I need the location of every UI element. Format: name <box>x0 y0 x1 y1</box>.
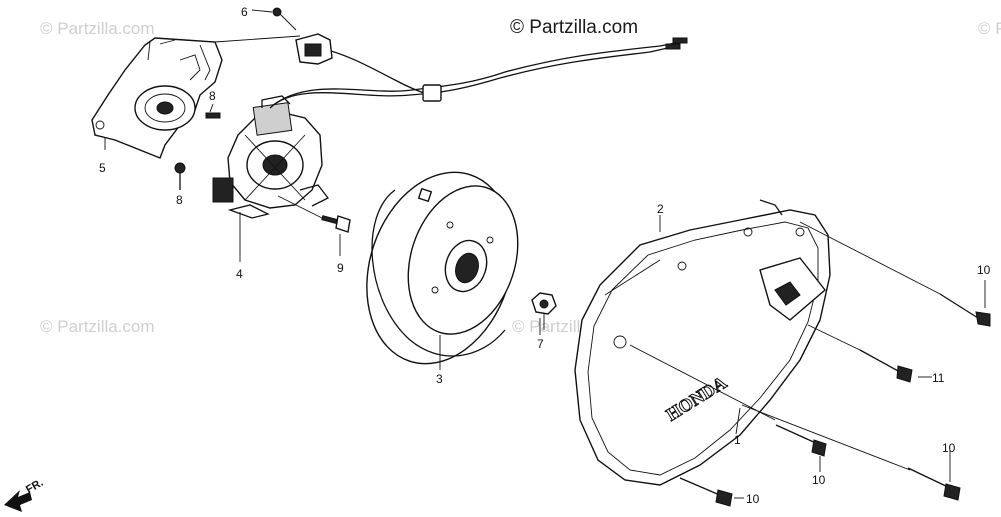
front-direction-arrow: FR. <box>4 477 45 512</box>
callout-8-upper: 8 <box>209 89 216 103</box>
callout-labels: 6 8 5 8 4 9 3 7 2 1 10 11 10 10 10 <box>99 5 991 506</box>
leader-lines <box>104 103 986 499</box>
callout-7: 7 <box>537 337 544 351</box>
fr-label: FR. <box>24 477 45 496</box>
callout-8-lower: 8 <box>176 193 183 207</box>
callout-9: 9 <box>337 261 344 275</box>
crankcase-cover: HONDA <box>574 199 831 486</box>
watermark-main: © Partzilla.com <box>510 17 638 38</box>
stator-assembly <box>212 95 329 219</box>
callout-10-top: 10 <box>977 263 991 277</box>
watermark-mid-left: © Partzilla.com <box>40 317 155 336</box>
callout-10-bottom: 10 <box>746 492 760 506</box>
callout-6: 6 <box>241 5 248 19</box>
bolts-small <box>174 112 351 233</box>
flywheel <box>366 171 519 370</box>
watermark-top-right: © Partzilla.com <box>978 19 1001 38</box>
callout-10-right: 10 <box>942 441 956 455</box>
callout-4: 4 <box>236 267 243 281</box>
callout-10-middle: 10 <box>812 473 826 487</box>
callout-11: 11 <box>932 371 945 385</box>
watermark-top-left: © Partzilla.com <box>40 19 155 38</box>
callout-1: 1 <box>734 433 741 447</box>
bolt-8-upper <box>205 112 221 119</box>
nut-7 <box>531 292 557 330</box>
bolt-8-lower <box>174 162 186 174</box>
callout-5: 5 <box>99 161 106 175</box>
base-plate <box>91 37 223 159</box>
wire-harness <box>214 35 688 109</box>
regulator-bracket <box>251 7 333 65</box>
long-bolts <box>679 221 991 507</box>
callout-3: 3 <box>436 372 443 386</box>
callout-2: 2 <box>657 202 664 216</box>
